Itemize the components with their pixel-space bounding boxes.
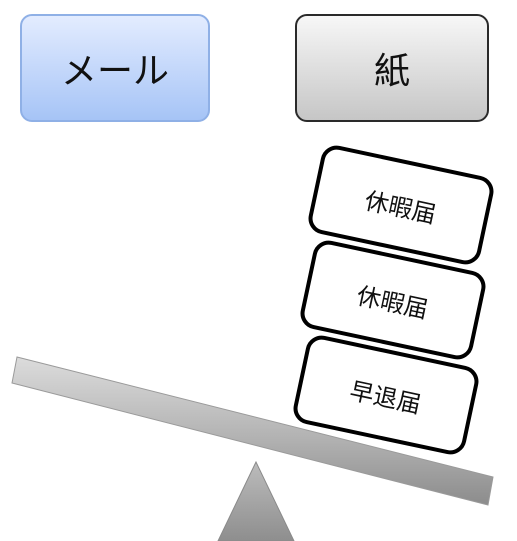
mail-box: メール [20, 14, 210, 122]
document-label: 休暇届 [354, 281, 431, 324]
scale-beam [11, 356, 494, 506]
mail-label: メール [60, 51, 169, 92]
document-label: 休暇届 [362, 186, 439, 229]
document-label: 早退届 [347, 376, 424, 419]
scale-fulcrum [217, 460, 295, 541]
paper-box: 紙 [295, 14, 489, 122]
paper-label: 紙 [373, 51, 410, 92]
